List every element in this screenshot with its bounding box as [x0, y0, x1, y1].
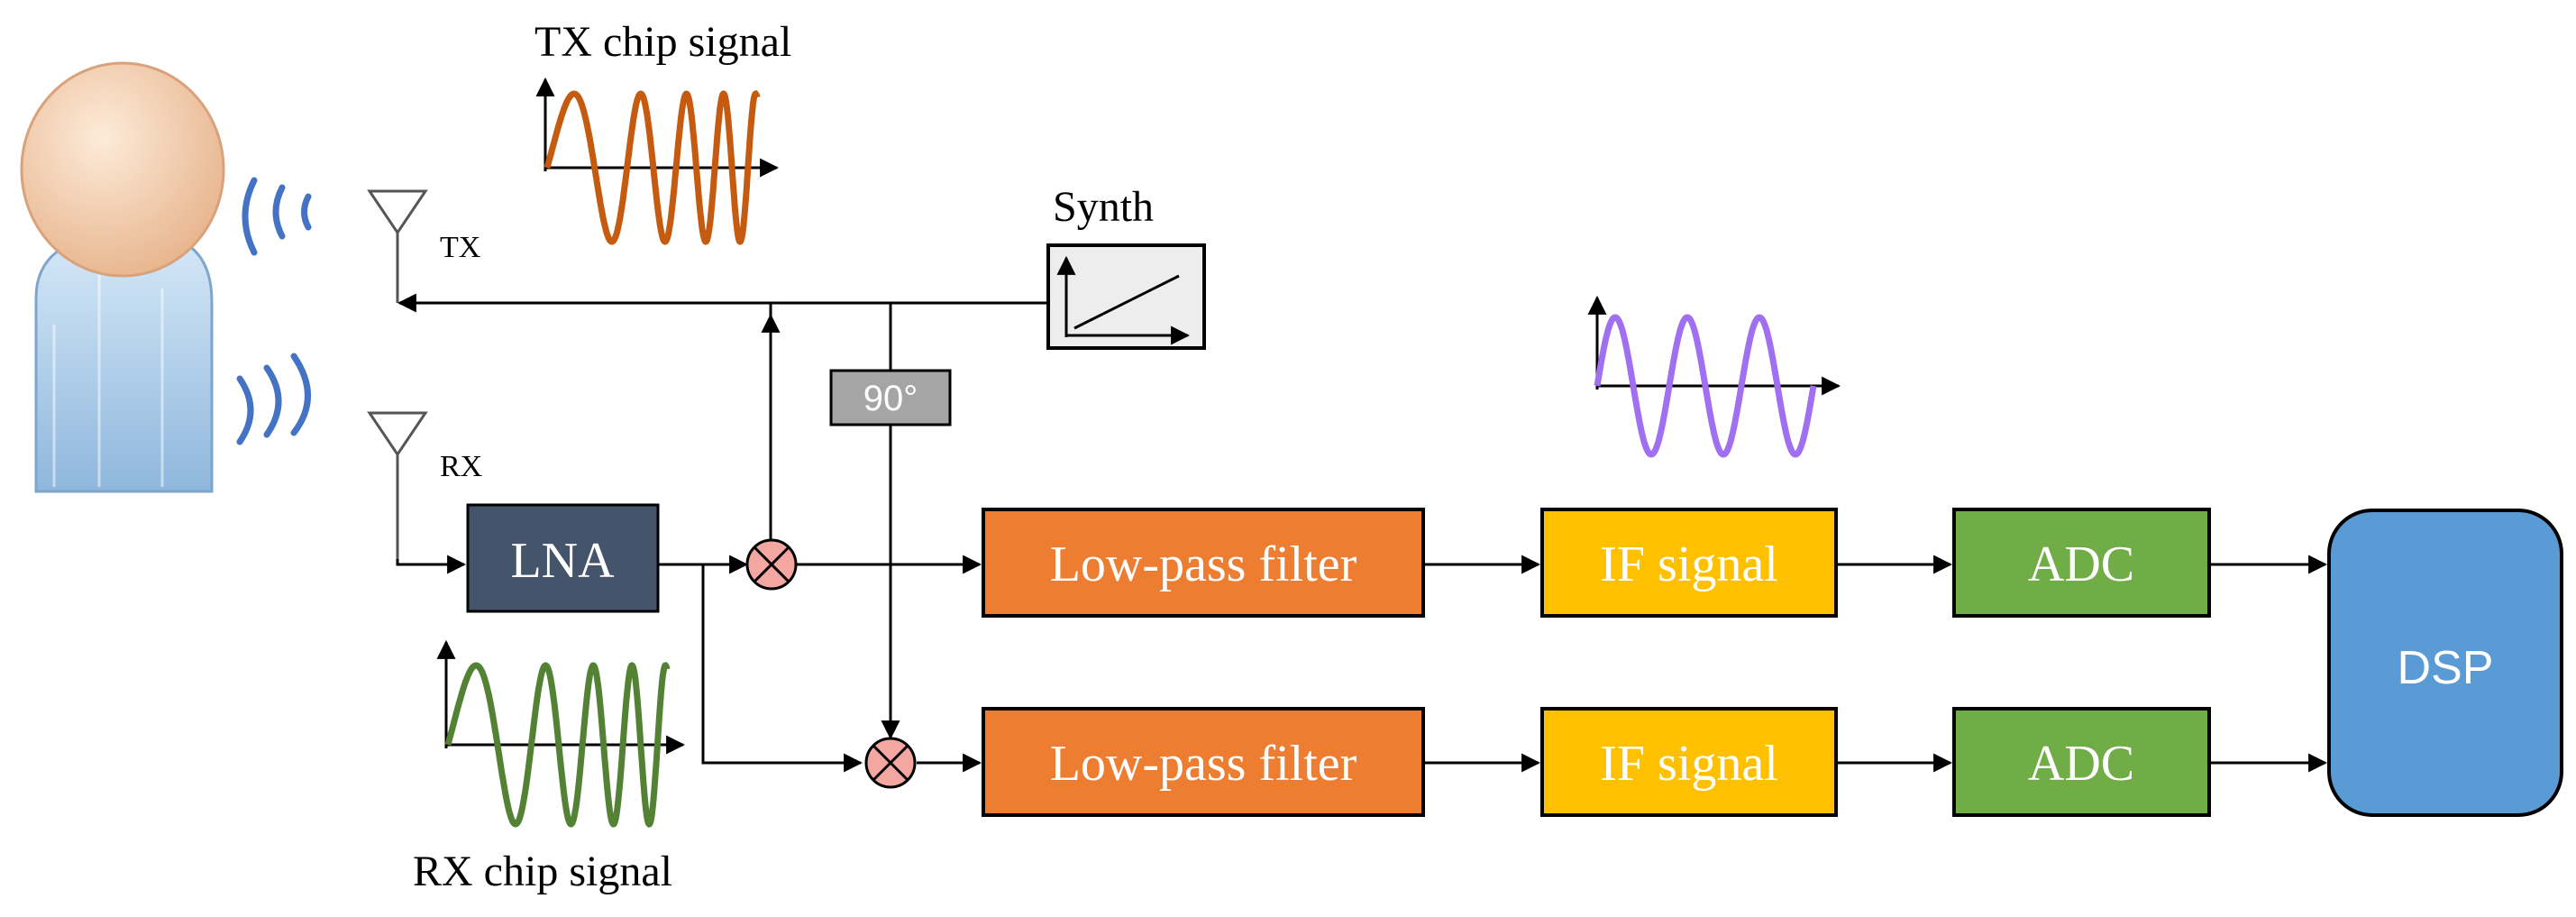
lpf-top-block — [982, 508, 1425, 618]
if-sine-wave — [1594, 314, 1817, 458]
lna-block — [466, 503, 660, 613]
if-top-label: IF signal — [1600, 536, 1778, 592]
tx-chip-wave — [544, 89, 761, 245]
synth-block — [1046, 243, 1206, 350]
rx-antenna-icon — [367, 411, 428, 559]
lna-label: LNA — [510, 533, 615, 589]
adc-bottom-label: ADC — [2028, 736, 2134, 792]
if-bottom-label: IF signal — [1600, 736, 1778, 792]
mixer-icon-bottom — [864, 737, 917, 789]
rx-chip-wave — [444, 662, 671, 828]
signal-lines — [396, 293, 2328, 773]
tx-antenna-icon — [367, 189, 428, 303]
adc-top-label: ADC — [2028, 536, 2134, 592]
lpf-top-label: Low-pass filter — [1050, 536, 1357, 592]
lpf-bottom-label: Low-pass filter — [1050, 736, 1357, 792]
adc-top-block — [1952, 508, 2211, 618]
radar-wave-tx-icon — [242, 177, 312, 256]
tx-chip-signal-label: TX chip signal — [534, 18, 791, 66]
lpf-bottom-block — [982, 707, 1425, 817]
if-top-block — [1540, 508, 1838, 618]
rx-chip-axes — [436, 639, 686, 755]
dsp-label: DSP — [2398, 642, 2494, 694]
dsp-block — [2327, 509, 2563, 817]
phase-shifter-label: 90° — [863, 379, 918, 418]
if-bottom-block — [1540, 707, 1838, 817]
radar-wave-rx-icon — [236, 353, 311, 445]
phase-shifter-block — [829, 369, 952, 426]
ramp-icon — [1056, 255, 1191, 345]
synth-label: Synth — [1053, 183, 1154, 231]
tx-label: TX — [440, 231, 480, 264]
tx-chip-axes — [535, 77, 780, 178]
rx-chip-signal-label: RX chip signal — [413, 848, 672, 895]
mixer-icon-top — [745, 538, 798, 591]
rx-label: RX — [440, 450, 482, 483]
adc-bottom-block — [1952, 707, 2211, 817]
person-icon — [20, 61, 225, 493]
